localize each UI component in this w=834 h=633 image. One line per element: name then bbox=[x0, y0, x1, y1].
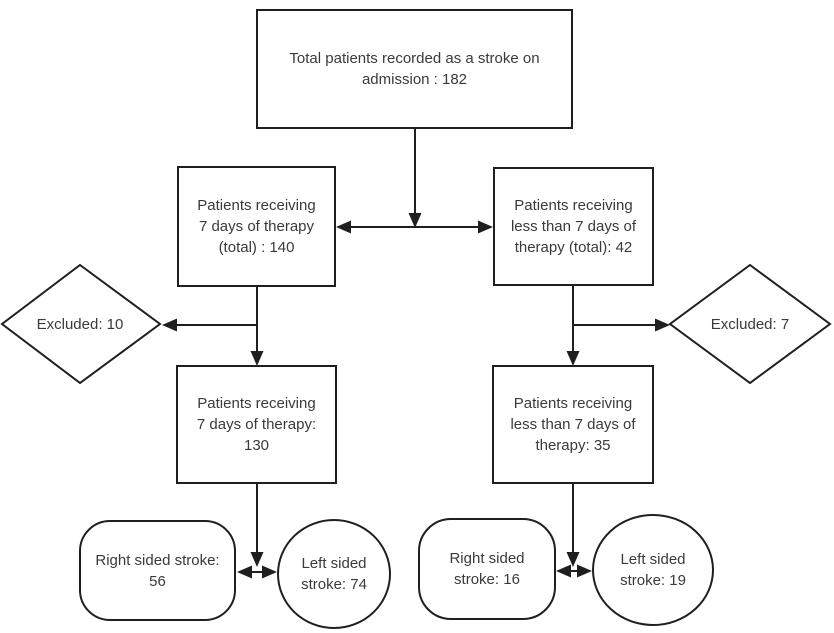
arrow-split-left-head bbox=[336, 220, 351, 234]
node-left-stroke-less-label: Left sided stroke: 19 bbox=[620, 551, 686, 589]
arrow-seven-final-down-head bbox=[250, 552, 264, 567]
node-excluded-left-label: Excluded: 10 bbox=[36, 315, 124, 333]
node-right-stroke-seven-label: Right sided stroke: 56 bbox=[95, 551, 220, 590]
node-right-stroke-less-label: Right sided stroke: 16 bbox=[449, 550, 525, 588]
arrow-less-strokes-left-head bbox=[556, 564, 571, 578]
node-seven-days-final-label: Patients receiving 7 days of therapy: 13… bbox=[196, 395, 317, 454]
arrow-less-final-down-head bbox=[566, 552, 580, 567]
node-total-admission-label: Total patients recorded as a stroke on a… bbox=[289, 50, 540, 88]
arrow-seven-excluded-head bbox=[162, 318, 177, 332]
diamond-excluded-left bbox=[0, 263, 162, 385]
node-left-stroke-seven-label: Left sided stroke: 74 bbox=[301, 555, 367, 593]
arrow-less-strokes-right-head bbox=[577, 564, 592, 578]
circle-left-stroke-seven bbox=[277, 519, 391, 629]
box-less-seven-total bbox=[493, 167, 654, 286]
rounded-right-stroke-less bbox=[418, 518, 556, 620]
arrow-less-excluded-head bbox=[655, 318, 670, 332]
arrow-less-down-head bbox=[566, 351, 580, 366]
box-total-admission bbox=[256, 9, 573, 129]
shapes bbox=[0, 9, 832, 629]
diamond-excluded-right bbox=[668, 263, 832, 385]
box-seven-days-total bbox=[177, 166, 336, 287]
box-less-seven-final bbox=[492, 365, 654, 484]
arrow-split-right-head bbox=[478, 220, 493, 234]
node-seven-days-total-label: Patients receiving 7 days of therapy (to… bbox=[197, 197, 316, 256]
arrow-seven-strokes-left-head bbox=[237, 565, 252, 579]
connectors bbox=[162, 128, 670, 579]
arrow-total-to-split-head bbox=[408, 213, 422, 228]
arrow-seven-down-head bbox=[250, 351, 264, 366]
rounded-right-stroke-seven bbox=[79, 520, 236, 621]
node-less-seven-total-label: Patients receiving less than 7 days of t… bbox=[510, 197, 637, 256]
circle-left-stroke-less bbox=[592, 514, 714, 626]
node-less-seven-final-label: Patients receiving less than 7 days of t… bbox=[510, 395, 636, 454]
arrow-seven-strokes-right-head bbox=[262, 565, 277, 579]
node-excluded-right-label: Excluded: 7 bbox=[710, 315, 790, 333]
box-seven-days-final bbox=[176, 365, 337, 484]
